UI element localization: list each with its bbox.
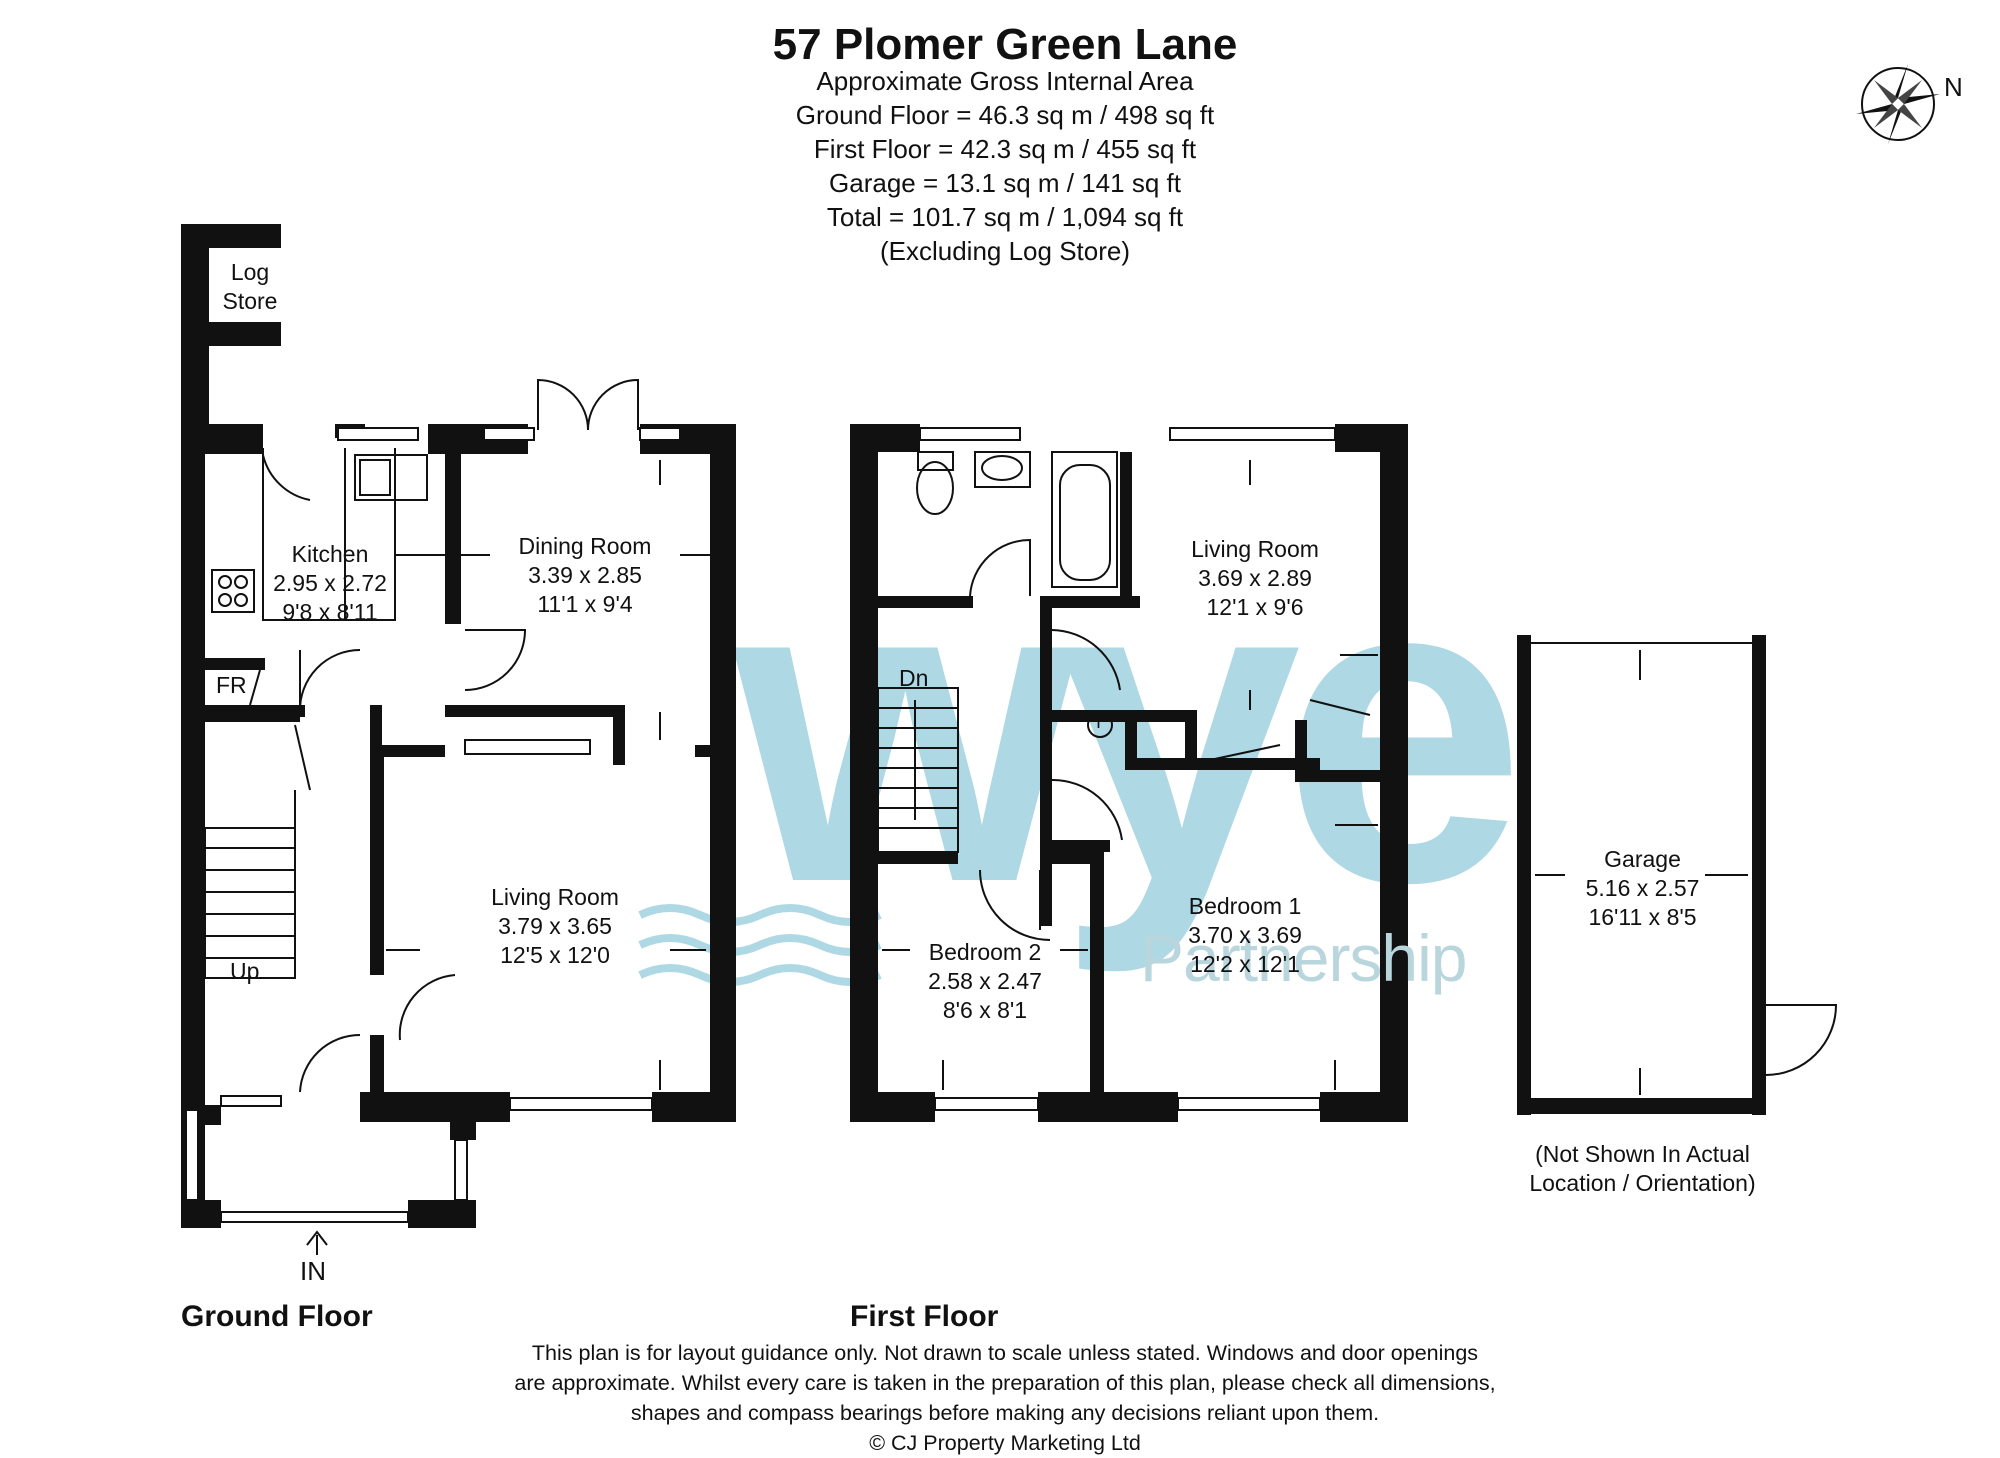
ground-floor-title: Ground Floor — [181, 1300, 373, 1333]
first-living-room-label: Living Room 3.69 x 2.89 12'1 x 9'6 — [1191, 536, 1319, 620]
dining-room-label: Dining Room 3.39 x 2.85 11'1 x 9'4 — [518, 533, 652, 617]
disclaimer: This plan is for layout guidance only. N… — [0, 1338, 2000, 1458]
garage-label: Garage 5.16 x 2.57 16'11 x 8'5 — [1585, 846, 1700, 930]
bedroom2-label: Bedroom 2 2.58 x 2.47 8'6 x 8'1 — [928, 939, 1042, 1023]
stairs-down-label: Dn — [899, 665, 929, 691]
area-first-floor: First Floor = 42.3 sq m / 455 sq ft — [813, 134, 1197, 164]
garage-fittings — [1531, 642, 1838, 1076]
entrance-arrow — [306, 1230, 328, 1255]
stairs-up-label: Up — [230, 958, 260, 984]
area-exclusion-note: (Excluding Log Store) — [879, 236, 1131, 266]
ground-floor-windows — [185, 427, 681, 1223]
copyright-line: © CJ Property Marketing Ltd — [869, 1431, 1141, 1455]
area-garage: Garage = 13.1 sq m / 141 sq ft — [829, 168, 1181, 198]
area-ground-floor: Ground Floor = 46.3 sq m / 498 sq ft — [795, 100, 1215, 130]
watermark-subtext: Partnership — [1140, 921, 1468, 995]
ground-floor-walls — [181, 224, 736, 1228]
ground-living-room-label: Living Room 3.79 x 3.65 12'5 x 12'0 — [491, 884, 619, 968]
first-floor-fittings — [877, 451, 1371, 941]
area-subtitle: Approximate Gross Internal Area — [816, 66, 1194, 96]
property-title: 57 Plomer Green Lane — [772, 20, 1238, 69]
entrance-label: IN — [300, 1256, 326, 1286]
compass-north-label: N — [1944, 72, 1963, 102]
area-total: Total = 101.7 sq m / 1,094 sq ft — [826, 202, 1184, 232]
cupboard-t-label: T — [1093, 712, 1104, 732]
kitchen-label: Kitchen 2.95 x 2.72 9'8 x 8'11 — [273, 541, 387, 625]
garage-location-note: (Not Shown In Actual Location / Orientat… — [1529, 1141, 1756, 1196]
garage-walls — [1517, 635, 1766, 1115]
first-floor-title: First Floor — [850, 1300, 999, 1333]
first-floor-windows — [919, 427, 1336, 1111]
compass-rose — [1856, 64, 1940, 144]
first-floor-walls — [850, 424, 1408, 1122]
log-store-label: Log Store — [222, 259, 278, 314]
disclaimer-line: shapes and compass bearings before makin… — [630, 1401, 1380, 1425]
dimension-arrows — [386, 460, 1748, 1095]
bedroom1-label: Bedroom 1 3.70 x 3.69 12'2 x 12'1 — [1188, 893, 1302, 977]
ground-floor-fittings — [204, 378, 639, 1093]
disclaimer-line: This plan is for layout guidance only. N… — [531, 1341, 1479, 1365]
fridge-label: FR — [216, 672, 247, 698]
disclaimer-line: are approximate. Whilst every care is ta… — [514, 1371, 1496, 1395]
